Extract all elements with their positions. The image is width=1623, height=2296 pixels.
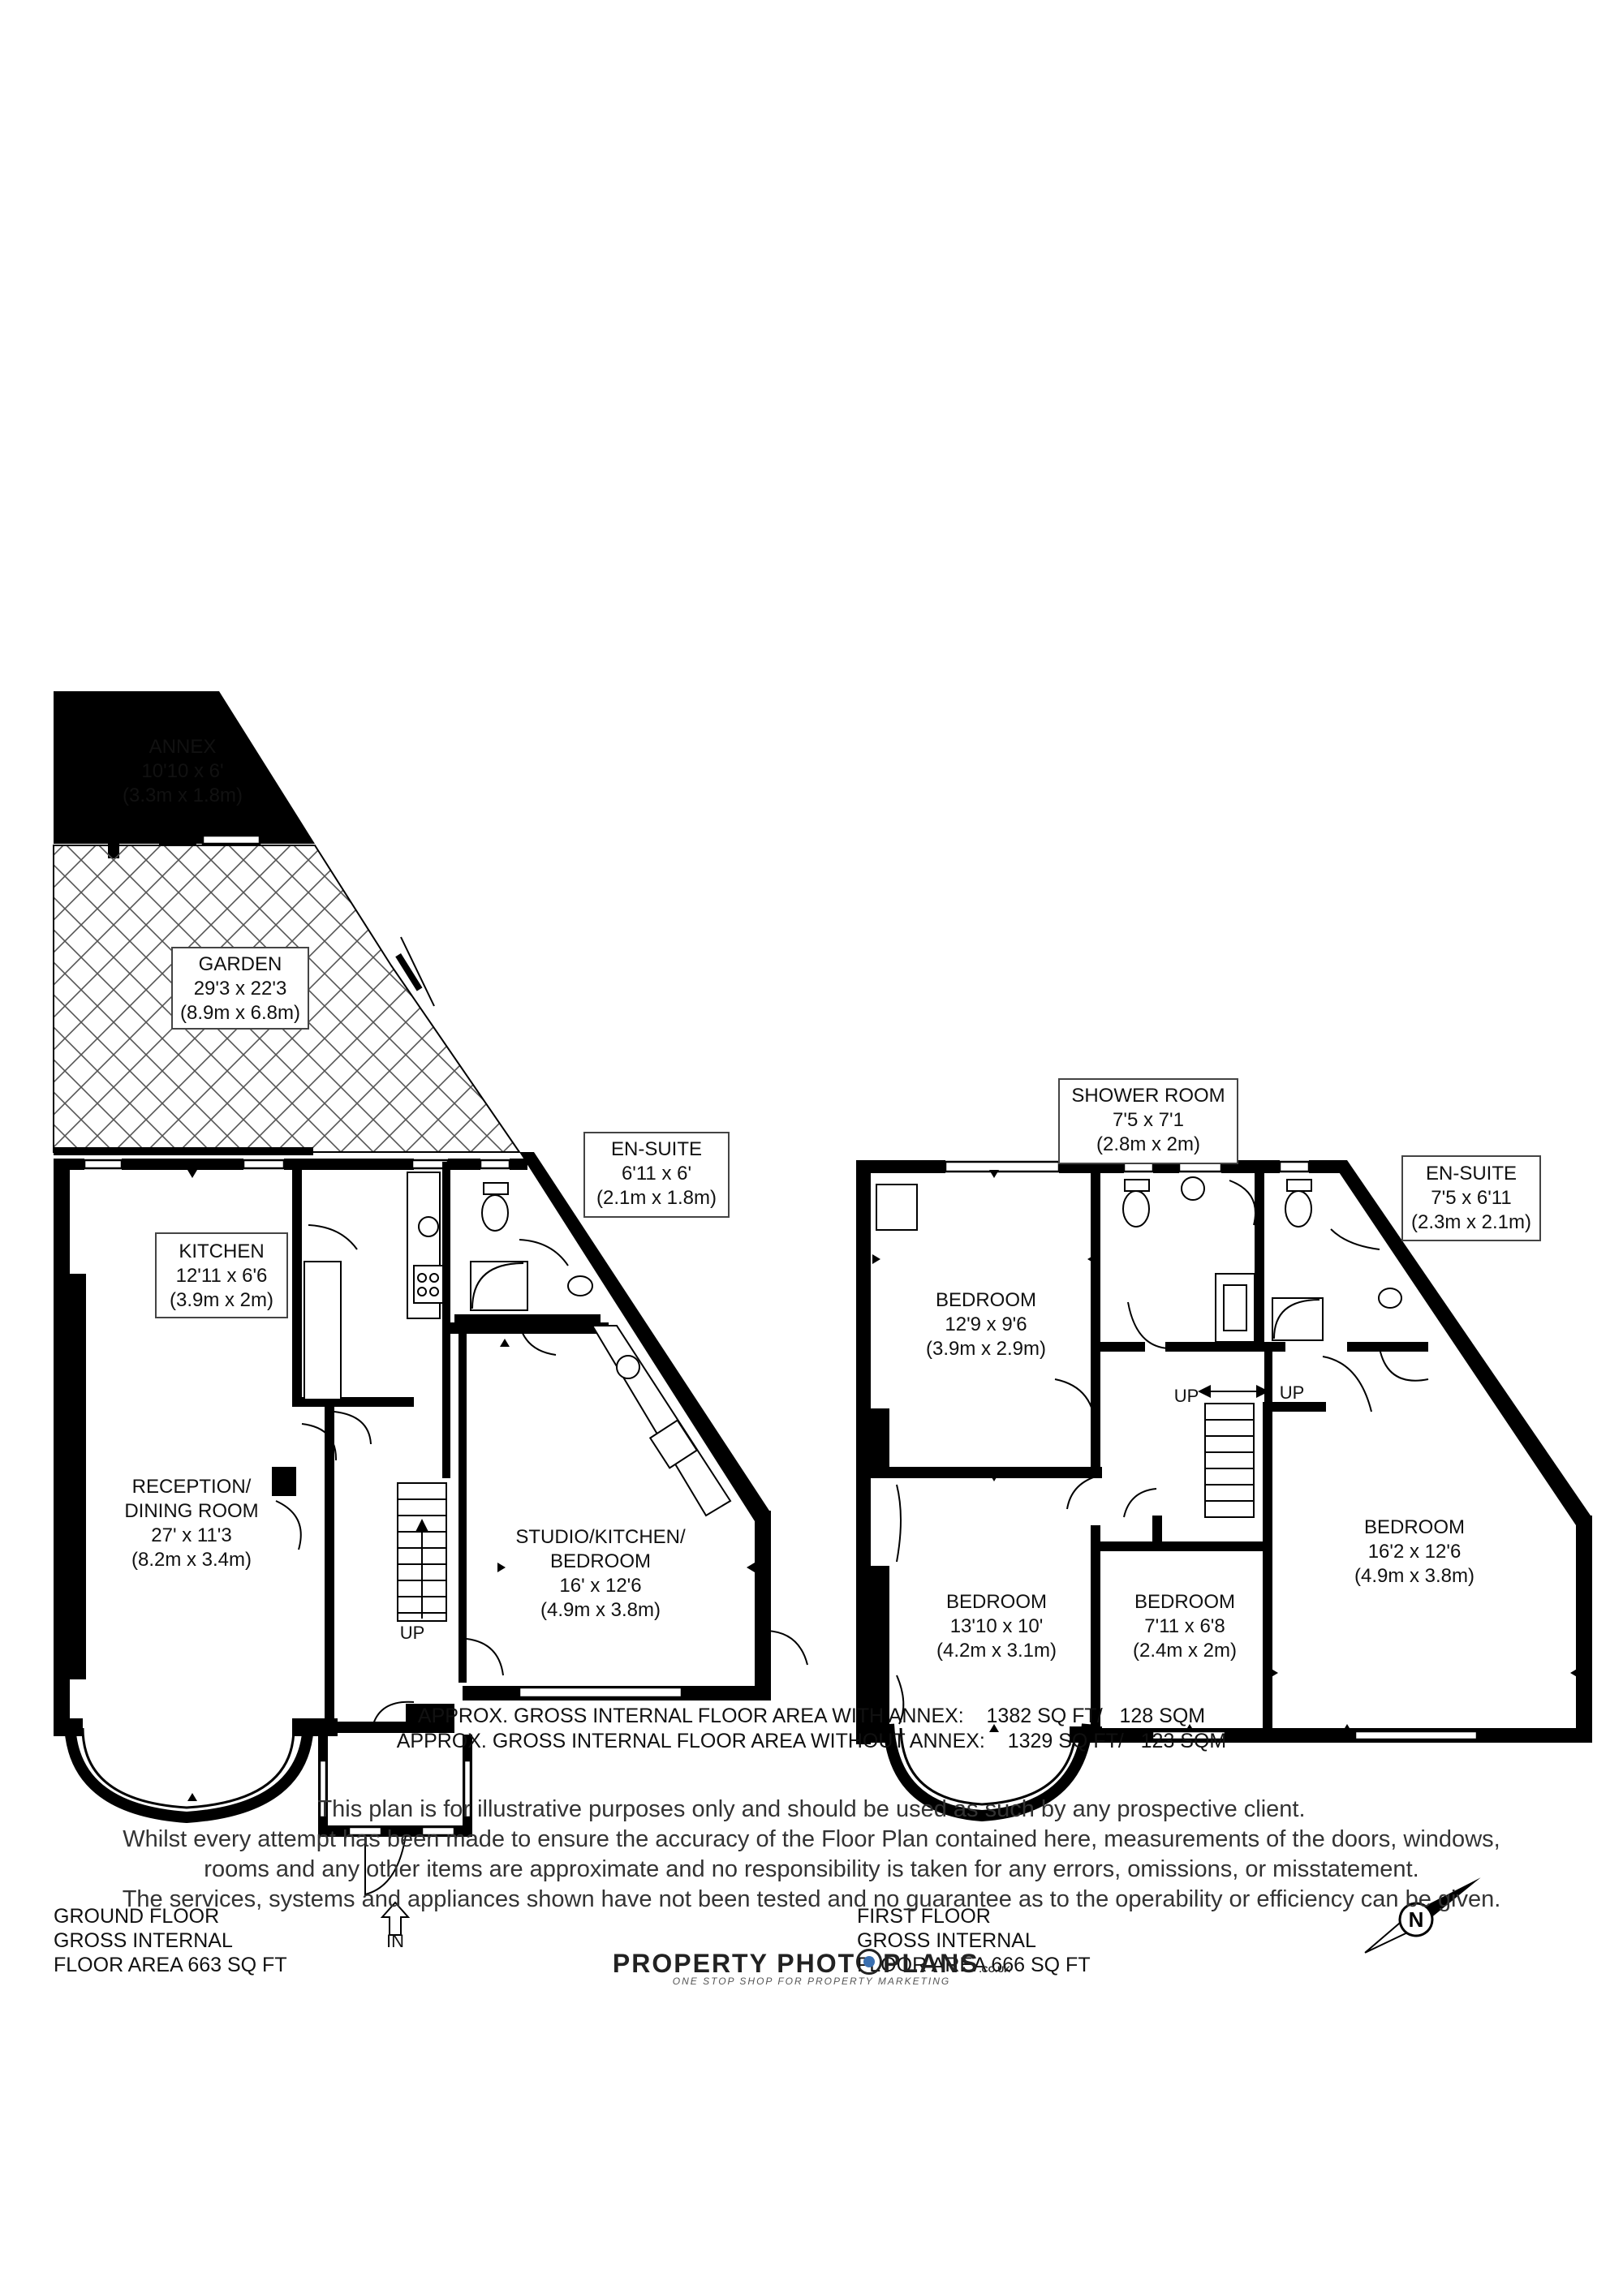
summary-without-annex: APPROX. GROSS INTERNAL FLOOR AREA WITHOU… (0, 1729, 1623, 1754)
first-floor-doors (896, 1180, 1429, 1725)
room-name: EN-SUITE (1426, 1163, 1517, 1185)
room-dims-imperial: 12'9 x 9'6 (945, 1314, 1027, 1335)
brand-tagline: ONE STOP SHOP FOR PROPERTY MARKETING (672, 1976, 951, 1987)
room-name: KITCHEN (179, 1240, 264, 1262)
room-name: BEDROOM (936, 1289, 1036, 1311)
room-dims-imperial: 29'3 x 22'3 (194, 978, 287, 1000)
first-dimension-ticks (872, 1170, 1578, 1732)
compass-north-icon: N (1364, 1877, 1481, 1954)
camera-lens-icon (856, 1949, 883, 1975)
room-dims-imperial: 16' x 12'6 (559, 1575, 641, 1597)
first-stairs-up-label-right: UP (1280, 1382, 1305, 1403)
annex-label: ANNEX 10'10 x 6' (3.3m x 1.8m) (123, 736, 243, 806)
room-name: BEDROOM (1364, 1516, 1465, 1538)
summary-label: APPROX. GROSS INTERNAL FLOOR AREA WITHOU… (396, 1730, 985, 1752)
brand-name-part2: PLANS (883, 1949, 979, 1978)
room-dims-imperial: 7'5 x 6'11 (1431, 1187, 1511, 1209)
entrance-label: IN (386, 1931, 404, 1951)
garden-label: GARDEN 29'3 x 22'3 (8.9m x 6.8m) (171, 947, 309, 1030)
summary-value: 1329 SQ FT/ 123 SQM (1007, 1730, 1227, 1752)
brand-wordmark: PROPERTY PHOT PLANS.CO.UK (0, 1949, 1623, 1979)
area-summary: APPROX. GROSS INTERNAL FLOOR AREA WITH A… (0, 1704, 1623, 1754)
room-dims-metric: (4.2m x 3.1m) (936, 1640, 1057, 1662)
bedroom-3-label: BEDROOM 13'10 x 10' (4.2m x 3.1m) (936, 1591, 1057, 1662)
room-dims-imperial: 10'10 x 6' (141, 760, 223, 782)
room-name: SHOWER ROOM (1071, 1085, 1225, 1107)
room-dims-imperial: 27' x 11'3 (151, 1524, 231, 1546)
room-dims-metric: (3.9m x 2m) (170, 1289, 273, 1311)
first-floor-caption: FIRST FLOOR GROSS INTERNAL FLOOR AREA 66… (857, 1905, 1091, 1976)
disclaimer-line: Whilst every attempt has been made to en… (123, 1826, 1500, 1852)
brand-name-part1: PROPERTY PHOT (612, 1949, 856, 1978)
first-floor-walls (856, 1160, 1592, 1822)
room-dims-imperial: 16'2 x 12'6 (1368, 1541, 1462, 1563)
ground-stairs (397, 1482, 447, 1622)
bedroom-1-label: BEDROOM 12'9 x 9'6 (3.9m x 2.9m) (926, 1289, 1046, 1360)
room-dims-metric: (4.9m x 3.8m) (1354, 1565, 1474, 1587)
ground-ensuite-fittings (450, 1182, 601, 1331)
room-dims-metric: (4.9m x 3.8m) (540, 1599, 661, 1621)
room-dims-imperial: 12'11 x 6'6 (176, 1265, 268, 1287)
caption-line: FIRST FLOOR (857, 1905, 991, 1928)
kitchen-label: KITCHEN 12'11 x 6'6 (3.9m x 2m) (155, 1232, 288, 1318)
room-dims-imperial: 7'11 x 6'8 (1144, 1615, 1225, 1637)
disclaimer-text: This plan is for illustrative purposes o… (49, 1795, 1574, 1915)
room-name-line2: BEDROOM (550, 1550, 651, 1572)
room-name-line1: STUDIO/KITCHEN/ (515, 1526, 686, 1548)
studio-kitchen-fittings (591, 1325, 732, 1517)
room-dims-metric: (2.4m x 2m) (1133, 1640, 1237, 1662)
first-floor-fittings (876, 1176, 1402, 1343)
caption-line: GROSS INTERNAL (857, 1929, 1036, 1952)
room-name: ANNEX (149, 736, 217, 758)
room-name-line2: DINING ROOM (124, 1500, 258, 1522)
room-dims-metric: (2.1m x 1.8m) (596, 1187, 717, 1209)
room-name: BEDROOM (1134, 1591, 1235, 1613)
room-dims-imperial: 13'10 x 10' (950, 1615, 1044, 1637)
disclaimer-line: This plan is for illustrative purposes o… (317, 1796, 1306, 1822)
first-floor-plan: SHOWER ROOM 7'5 x 7'1 (2.8m x 2m) EN-SUI… (856, 1078, 1592, 1976)
summary-value: 1382 SQ FT/ 128 SQM (986, 1705, 1206, 1727)
caption-line: FLOOR AREA 663 SQ FT (54, 1954, 287, 1976)
disclaimer-line: The services, systems and appliances sho… (122, 1886, 1501, 1912)
room-dims-imperial: 7'5 x 7'1 (1113, 1109, 1184, 1131)
first-stairs (1198, 1385, 1269, 1518)
studio-label: STUDIO/KITCHEN/ BEDROOM 16' x 12'6 (4.9m… (515, 1526, 686, 1621)
bedroom-4-label: BEDROOM 7'11 x 6'8 (2.4m x 2m) (1133, 1591, 1237, 1662)
brand-logo: PROPERTY PHOT PLANS.CO.UK ONE STOP SHOP F… (0, 1949, 1623, 1987)
entrance-arrow-icon (380, 1901, 411, 1936)
disclaimer-line: rooms and any other items are approximat… (204, 1856, 1419, 1882)
caption-line: FLOOR AREA 666 SQ FT (857, 1954, 1091, 1976)
ground-floor-caption: GROUND FLOOR GROSS INTERNAL FLOOR AREA 6… (54, 1905, 287, 1976)
first-ensuite-label: EN-SUITE 7'5 x 6'11 (2.3m x 2.1m) (1401, 1155, 1541, 1241)
ground-floor-walls (54, 1152, 771, 1837)
room-name-line1: RECEPTION/ (132, 1476, 252, 1498)
room-dims-imperial: 6'11 x 6' (622, 1163, 691, 1185)
room-dims-metric: (2.3m x 2.1m) (1411, 1211, 1531, 1233)
room-name: EN-SUITE (611, 1138, 702, 1160)
room-dims-metric: (8.9m x 6.8m) (180, 1002, 300, 1024)
caption-line: GROSS INTERNAL (54, 1929, 233, 1952)
room-name: BEDROOM (946, 1591, 1047, 1613)
summary-label: APPROX. GROSS INTERNAL FLOOR AREA WITH A… (417, 1705, 964, 1727)
room-dims-metric: (3.9m x 2.9m) (926, 1338, 1046, 1360)
ground-floor-plan: ANNEX 10'10 x 6' (3.3m x 1.8m) GARDEN 29… (53, 691, 808, 1976)
caption-line: GROUND FLOOR (54, 1905, 219, 1928)
room-name: GARDEN (199, 953, 282, 975)
ground-ensuite-label: EN-SUITE 6'11 x 6' (2.1m x 1.8m) (583, 1132, 730, 1218)
compass-letter: N (1409, 1907, 1424, 1932)
room-dims-metric: (8.2m x 3.4m) (131, 1549, 252, 1571)
shower-room-label: SHOWER ROOM 7'5 x 7'1 (2.8m x 2m) (1058, 1078, 1238, 1164)
reception-label: RECEPTION/ DINING ROOM 27' x 11'3 (8.2m … (124, 1476, 258, 1571)
kitchen-fittings (304, 1172, 444, 1400)
bedroom-2-label: BEDROOM 16'2 x 12'6 (4.9m x 3.8m) (1354, 1516, 1474, 1587)
first-stairs-up-label-left: UP (1174, 1386, 1199, 1406)
ground-dimension-ticks (178, 696, 755, 1801)
room-dims-metric: (3.3m x 1.8m) (123, 785, 243, 806)
summary-with-annex: APPROX. GROSS INTERNAL FLOOR AREA WITH A… (0, 1704, 1623, 1729)
ground-stairs-up-label: UP (400, 1623, 425, 1643)
brand-suffix: .CO.UK (979, 1965, 1011, 1975)
room-dims-metric: (2.8m x 2m) (1096, 1133, 1200, 1155)
ground-doors (275, 1224, 808, 1896)
